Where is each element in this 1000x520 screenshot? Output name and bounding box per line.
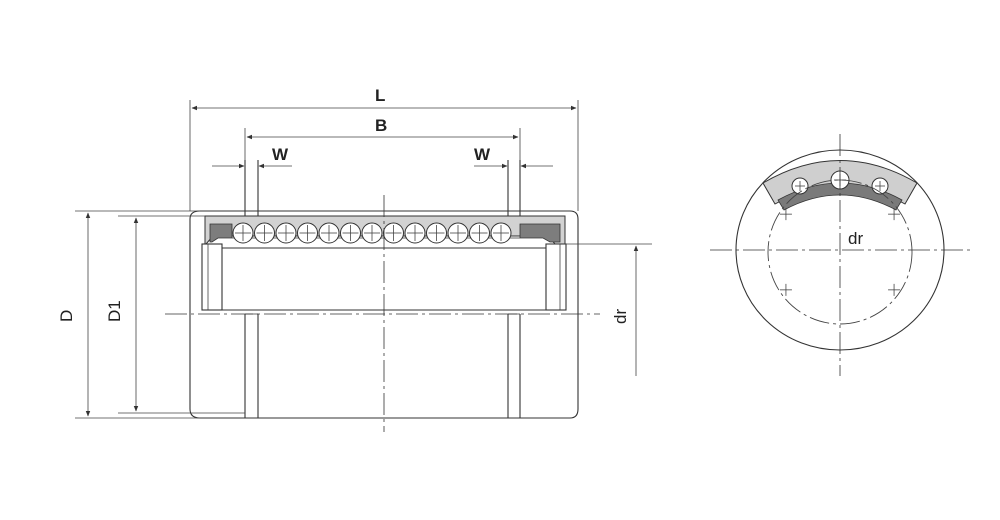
dimension-W-right-label: W (474, 145, 491, 164)
end-bore-circle (767, 179, 913, 325)
left-end-cap (201, 243, 223, 311)
end-view: dr (710, 134, 972, 376)
side-view (165, 160, 600, 432)
end-retainer-dark (777, 182, 903, 211)
dimension-dr-side-label: dr (611, 309, 630, 324)
dimension-B-label: B (375, 116, 387, 135)
end-bore-marks (779, 208, 901, 296)
end-ball-left (791, 177, 809, 195)
retainer-dark-band (209, 223, 561, 243)
dimension-D-label: D (57, 310, 76, 322)
dimension-D1-label: D1 (105, 300, 124, 322)
dimension-W-left-label: W (272, 145, 289, 164)
dimension-L-label: L (375, 86, 385, 105)
dimensions: L B W W D D1 dr (57, 86, 652, 419)
right-end-cap (545, 243, 567, 311)
dimension-dr-end-label: dr (848, 229, 863, 248)
ball-row (232, 222, 512, 244)
